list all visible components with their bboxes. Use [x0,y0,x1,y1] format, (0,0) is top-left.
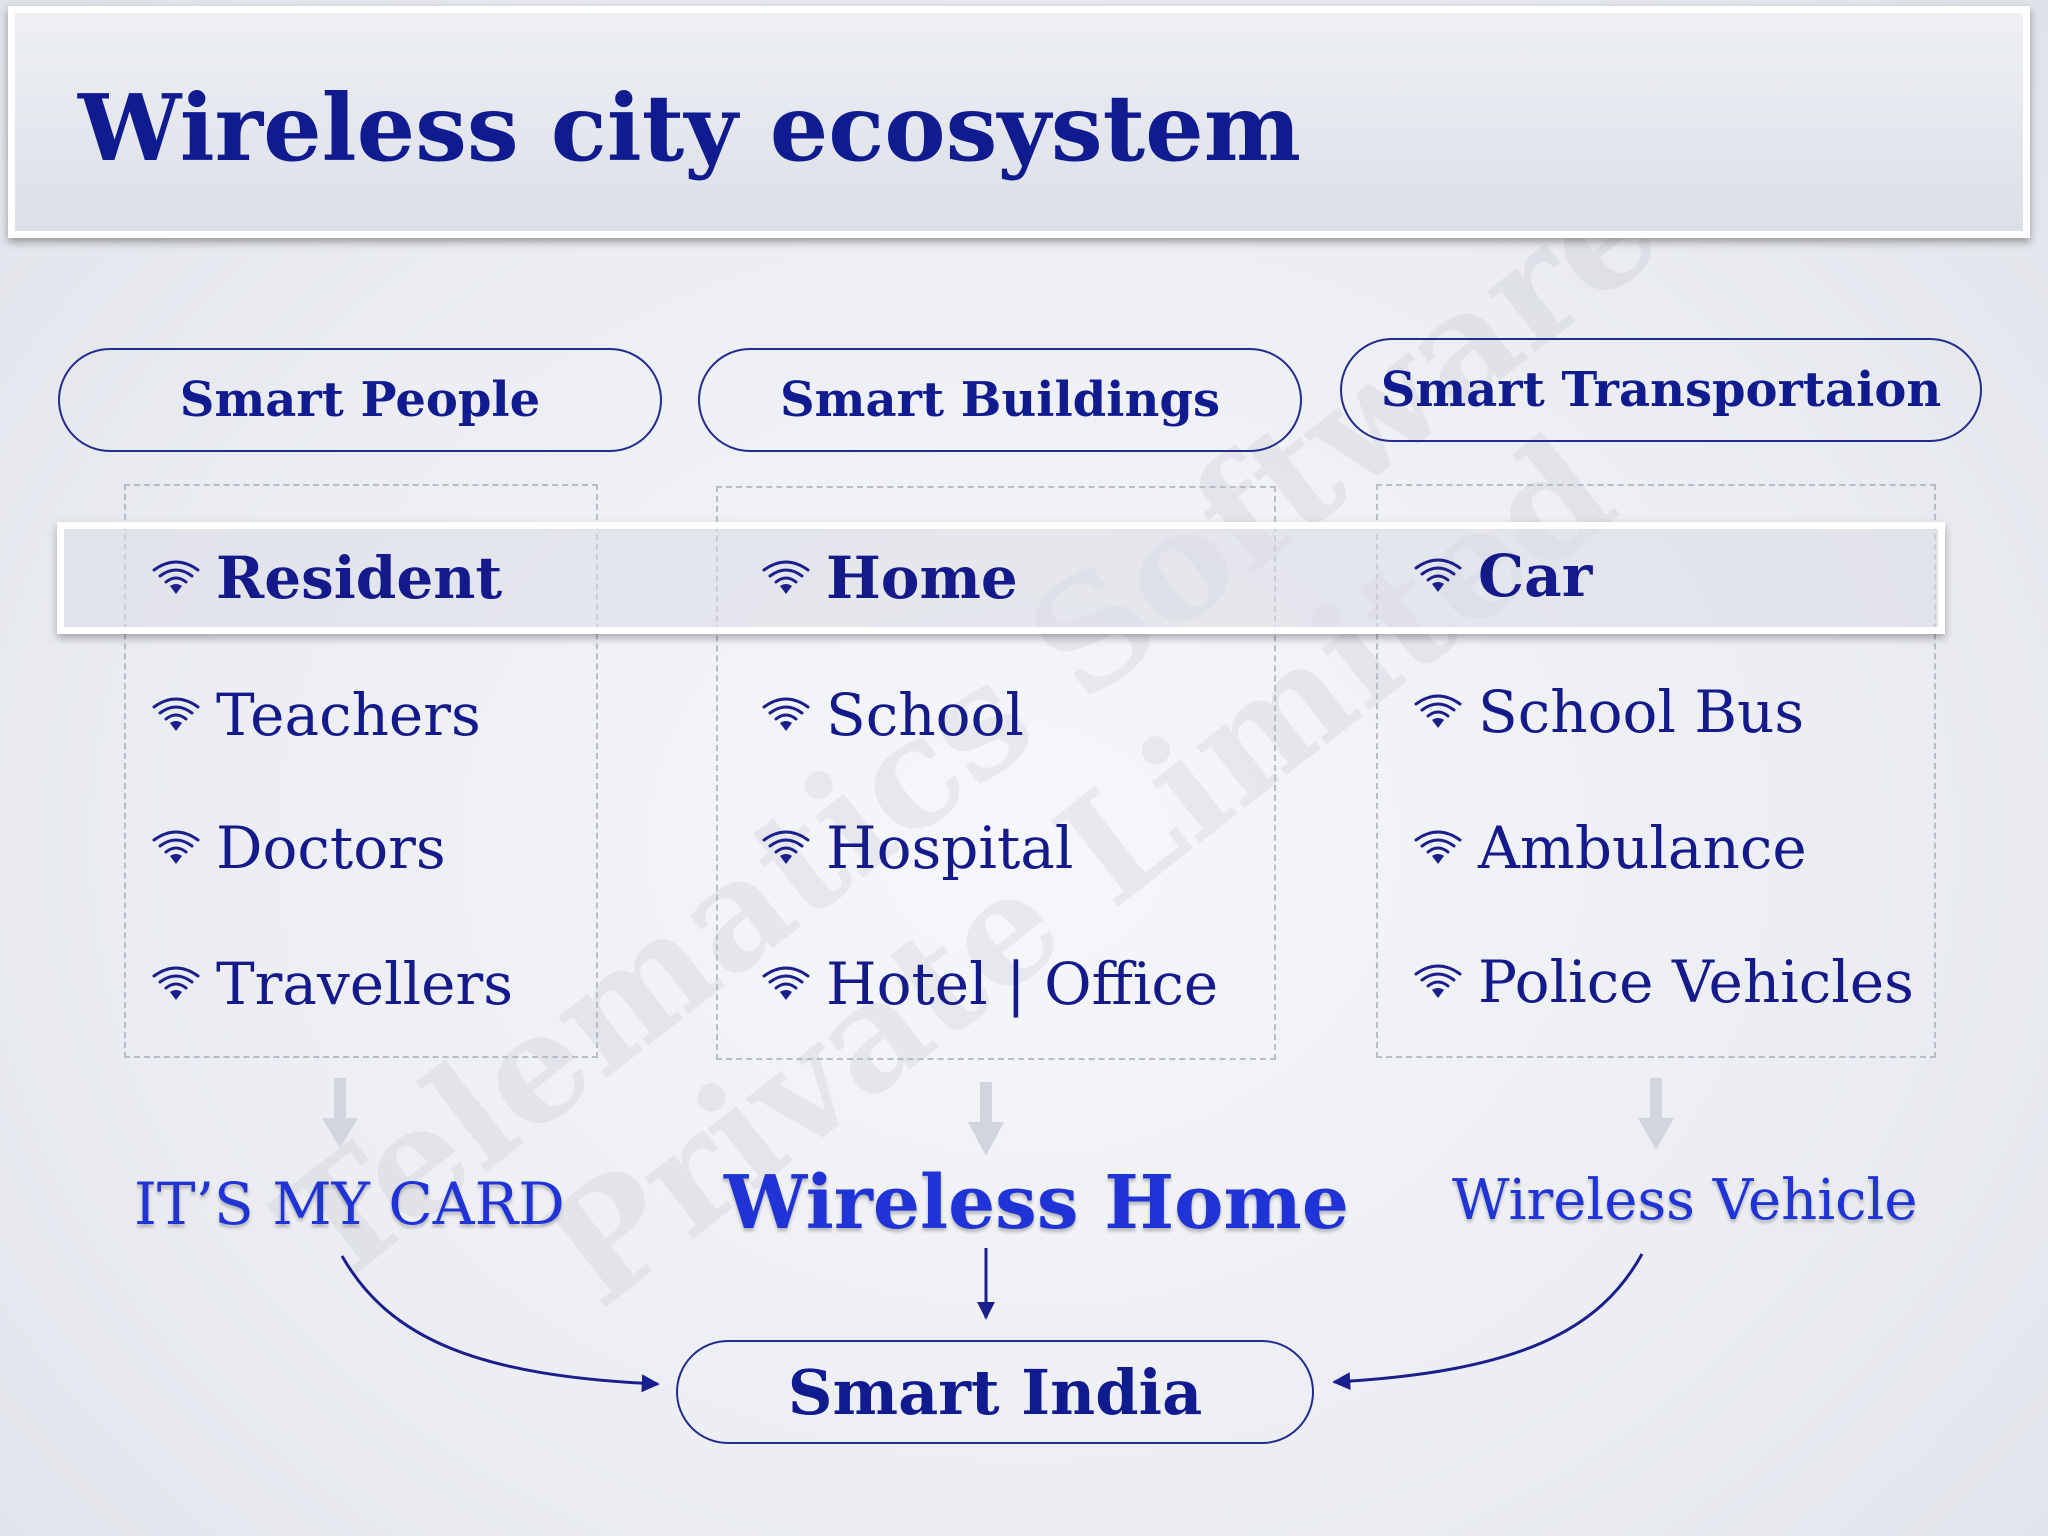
wifi-icon [1414,830,1462,864]
item-label: School Bus [1478,678,1805,746]
item-label: Doctors [216,814,446,882]
result-smart-india: Smart India [676,1340,1314,1444]
list-item: Police Vehicles [1412,942,1914,1022]
item-label: Home [826,544,1018,612]
item-label: Ambulance [1478,814,1807,882]
column-box-buildings [716,486,1276,1060]
faint-down-arrows [322,1078,1674,1156]
list-item: Car [1412,536,1592,616]
heading-smart-people: Smart People [58,348,662,452]
outcome-wireless-home: Wireless Home [724,1160,1349,1246]
outcome-wireless-vehicle: Wireless Vehicle [1452,1168,1918,1233]
item-label: Hospital [826,814,1074,882]
heading-smart-buildings: Smart Buildings [698,348,1302,452]
item-label: Teachers [216,681,481,749]
wifi-icon [1414,558,1462,592]
wifi-icon [762,830,810,864]
wifi-icon [762,697,810,731]
heading-smart-transportation: Smart Transportaion [1340,338,1982,442]
list-item: Hotel | Office [760,944,1218,1024]
highlight-row [57,522,1945,634]
list-item: Ambulance [1412,808,1807,888]
wifi-icon [1414,964,1462,998]
item-label: Travellers [216,950,513,1018]
wifi-icon [762,560,810,594]
wifi-icon [762,966,810,1000]
item-label: School [826,681,1024,749]
wifi-icon [152,697,200,731]
item-label: Hotel | Office [826,950,1219,1018]
item-label: Resident [216,544,503,612]
list-item: Hospital [760,808,1073,888]
list-item: Resident [150,538,502,618]
item-label: Car [1478,542,1593,610]
wifi-icon [1414,694,1462,728]
list-item: School [760,675,1024,755]
list-item: School Bus [1412,672,1804,752]
item-label: Police Vehicles [1478,948,1914,1016]
page-title: Wireless city ecosystem [78,74,1302,182]
wifi-icon [152,830,200,864]
wifi-icon [152,560,200,594]
column-box-people [124,484,598,1058]
outcome-its-my-card: IT’S MY CARD [134,1170,565,1238]
list-item: Doctors [150,808,446,888]
wifi-icon [152,966,200,1000]
list-item: Teachers [150,675,481,755]
title-bar [8,6,2030,238]
list-item: Home [760,538,1018,618]
column-box-transportation [1376,484,1936,1058]
list-item: Travellers [150,944,513,1024]
